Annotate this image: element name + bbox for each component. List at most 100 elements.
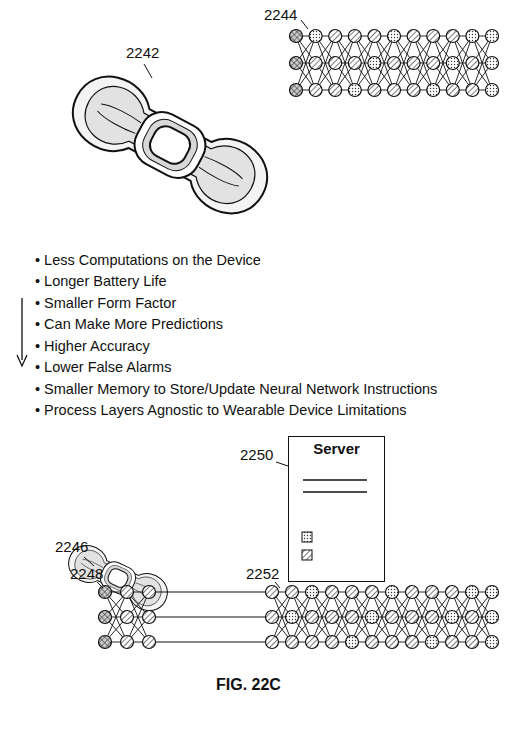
- network-neuron: [486, 57, 499, 70]
- network-neuron: [386, 636, 399, 649]
- network-neuron: [486, 611, 499, 624]
- network-neuron: [266, 611, 279, 624]
- network-neuron: [306, 586, 319, 599]
- network-link: [149, 642, 272, 643]
- leader-line: [301, 20, 308, 29]
- network-neuron: [309, 84, 322, 97]
- server-line: [303, 491, 367, 492]
- leader-line: [97, 582, 103, 588]
- network-neuron: [290, 84, 303, 97]
- server-line: [303, 479, 367, 480]
- network-neuron: [290, 57, 303, 70]
- callout-number: 2248: [70, 565, 103, 583]
- figure-caption: FIG. 22C: [216, 676, 281, 694]
- network-neuron: [346, 636, 359, 649]
- benefit-item: • Longer Battery Life: [35, 272, 167, 290]
- network-neuron: [309, 57, 322, 70]
- network-neuron: [121, 636, 134, 649]
- network-neuron: [386, 586, 399, 599]
- network-neuron: [326, 586, 339, 599]
- direction-arrow: [21, 298, 22, 360]
- server-indicator: [302, 532, 312, 542]
- wearable-device: [60, 63, 280, 226]
- network-neuron: [266, 586, 279, 599]
- network-neuron: [407, 57, 420, 70]
- network-neuron: [348, 30, 361, 43]
- network-neuron: [388, 57, 401, 70]
- server-indicator: [302, 550, 312, 560]
- network-neuron: [348, 84, 361, 97]
- network-neuron: [446, 84, 459, 97]
- network-neuron: [466, 636, 479, 649]
- network-neuron: [309, 30, 322, 43]
- network-neuron: [266, 636, 279, 649]
- network-neuron: [406, 586, 419, 599]
- network-neuron: [143, 586, 156, 599]
- callout-number: 2246: [55, 538, 88, 556]
- network-neuron: [306, 611, 319, 624]
- callout-number: 2244: [264, 6, 297, 24]
- network-neuron: [466, 586, 479, 599]
- network-neuron: [121, 586, 134, 599]
- network-neuron: [427, 84, 440, 97]
- leader-line: [144, 64, 152, 78]
- network-neuron: [426, 611, 439, 624]
- network-neuron: [486, 586, 499, 599]
- benefit-item: • Smaller Form Factor: [35, 294, 176, 312]
- network-neuron: [99, 586, 112, 599]
- network-neuron: [407, 84, 420, 97]
- network-neuron: [486, 30, 499, 43]
- leader-line: [276, 462, 288, 466]
- network-neuron: [366, 611, 379, 624]
- network-neuron: [366, 636, 379, 649]
- network-neuron: [446, 636, 459, 649]
- network-neuron: [99, 611, 112, 624]
- network-neuron: [426, 586, 439, 599]
- network-link: [149, 592, 272, 593]
- network-neuron: [326, 611, 339, 624]
- network-neuron: [286, 636, 299, 649]
- network-neuron: [143, 636, 156, 649]
- network-neuron: [446, 611, 459, 624]
- callout-number: 2252: [246, 565, 279, 583]
- server-box: Server: [288, 436, 385, 582]
- network-neuron: [466, 611, 479, 624]
- network-neuron: [446, 586, 459, 599]
- network-neuron: [286, 586, 299, 599]
- network-neuron: [290, 30, 303, 43]
- network-neuron: [368, 30, 381, 43]
- network-neuron: [326, 636, 339, 649]
- network-neuron: [368, 84, 381, 97]
- network-neuron: [466, 30, 479, 43]
- network-neuron: [286, 611, 299, 624]
- network-neuron: [329, 84, 342, 97]
- benefit-item: • Higher Accuracy: [35, 337, 150, 355]
- network-neuron: [306, 636, 319, 649]
- network-neuron: [446, 30, 459, 43]
- network-link: [149, 617, 272, 618]
- network-neuron: [386, 611, 399, 624]
- network-neuron: [446, 57, 459, 70]
- node-label: Server: [295, 440, 378, 458]
- leader-line: [84, 557, 94, 566]
- network-neuron: [329, 30, 342, 43]
- network-neuron: [99, 636, 112, 649]
- network-neuron: [466, 57, 479, 70]
- network-neuron: [406, 636, 419, 649]
- network-neuron: [121, 611, 134, 624]
- benefit-item: • Can Make More Predictions: [35, 315, 223, 333]
- arrow-head: [17, 355, 27, 366]
- network-neuron: [366, 586, 379, 599]
- callout-number: 2242: [126, 44, 159, 62]
- network-neuron: [388, 84, 401, 97]
- benefit-item: • Smaller Memory to Store/Update Neural …: [35, 380, 437, 398]
- network-neuron: [346, 586, 359, 599]
- network-neuron: [346, 611, 359, 624]
- network-neuron: [486, 636, 499, 649]
- network-neuron: [388, 30, 401, 43]
- benefit-item: • Lower False Alarms: [35, 358, 171, 376]
- network-neuron: [466, 84, 479, 97]
- benefit-item: • Less Computations on the Device: [35, 251, 261, 269]
- network-neuron: [486, 84, 499, 97]
- network-neuron: [407, 30, 420, 43]
